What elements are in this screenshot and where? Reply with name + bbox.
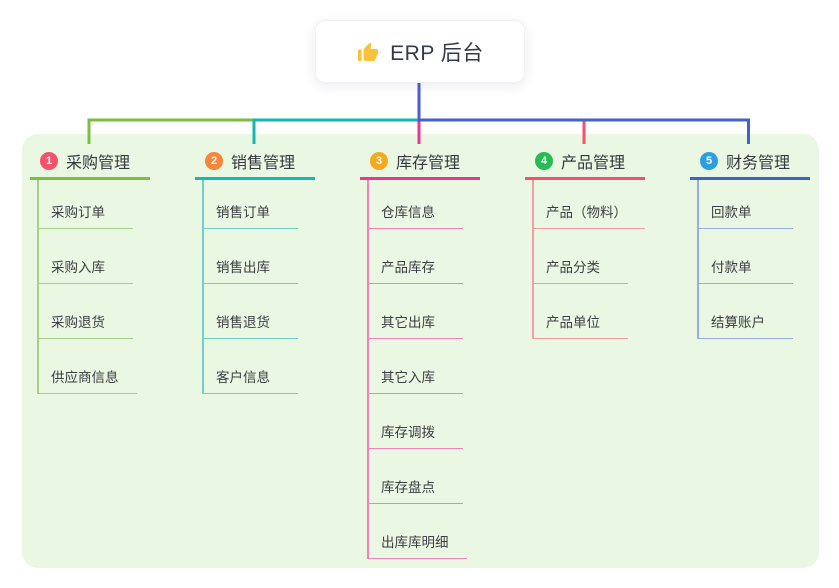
branch-number-badge: 4 bbox=[535, 151, 553, 170]
child-node[interactable]: 结算账户 bbox=[697, 284, 793, 339]
child-node-label: 仓库信息 bbox=[381, 205, 435, 220]
branch-number-badge: 1 bbox=[40, 151, 58, 170]
child-node[interactable]: 其它入库 bbox=[367, 339, 463, 394]
child-node-label: 回款单 bbox=[711, 205, 752, 220]
child-node[interactable]: 销售退货 bbox=[202, 284, 298, 339]
child-node[interactable]: 采购退货 bbox=[37, 284, 133, 339]
branch-title: 销售管理 bbox=[231, 154, 296, 172]
child-node[interactable]: 销售出库 bbox=[202, 229, 298, 284]
branch-title: 库存管理 bbox=[396, 154, 461, 172]
child-node-label: 产品分类 bbox=[546, 260, 600, 275]
child-node-label: 产品库存 bbox=[381, 260, 435, 275]
child-node-label: 销售订单 bbox=[216, 205, 270, 220]
child-node-label: 其它入库 bbox=[381, 370, 435, 385]
child-node-label: 出库库明细 bbox=[381, 535, 449, 550]
root-node-erp[interactable]: ERP 后台 bbox=[315, 20, 525, 83]
child-node[interactable]: 产品单位 bbox=[532, 284, 628, 339]
branch-header[interactable]: 3 库存管理 bbox=[360, 144, 480, 180]
child-node[interactable]: 产品分类 bbox=[532, 229, 628, 284]
child-node-label: 库存调拨 bbox=[381, 425, 435, 440]
child-node[interactable]: 产品库存 bbox=[367, 229, 463, 284]
child-node[interactable]: 采购入库 bbox=[37, 229, 133, 284]
branch-number-badge: 3 bbox=[370, 151, 388, 170]
child-node-label: 其它出库 bbox=[381, 315, 435, 330]
child-node-label: 客户信息 bbox=[216, 370, 270, 385]
branch-children: 采购订单 采购入库 采购退货 供应商信息 bbox=[37, 180, 150, 394]
child-node-label: 供应商信息 bbox=[51, 370, 119, 385]
branch-column-4: 4 产品管理 产品（物料） 产品分类 产品单位 bbox=[525, 144, 645, 339]
branch-title: 财务管理 bbox=[726, 154, 791, 172]
branch-children: 销售订单 销售出库 销售退货 客户信息 bbox=[202, 180, 315, 394]
branch-children: 产品（物料） 产品分类 产品单位 bbox=[532, 180, 645, 339]
child-node[interactable]: 其它出库 bbox=[367, 284, 463, 339]
child-node[interactable]: 出库库明细 bbox=[367, 504, 467, 559]
branch-header[interactable]: 5 财务管理 bbox=[690, 144, 810, 180]
branch-children: 回款单 付款单 结算账户 bbox=[697, 180, 810, 339]
child-node[interactable]: 回款单 bbox=[697, 180, 793, 229]
root-node-title: ERP 后台 bbox=[390, 41, 484, 65]
child-node-label: 产品单位 bbox=[546, 315, 600, 330]
branch-header[interactable]: 1 采购管理 bbox=[30, 144, 150, 180]
child-node[interactable]: 采购订单 bbox=[37, 180, 133, 229]
branch-children: 仓库信息 产品库存 其它出库 其它入库 库存调拨 库存盘点 出库库明细 bbox=[367, 180, 480, 559]
branches-background-panel bbox=[22, 134, 819, 568]
child-node[interactable]: 产品（物料） bbox=[532, 180, 645, 229]
branch-column-3: 3 库存管理 仓库信息 产品库存 其它出库 其它入库 库存调拨 库存盘点 出库库… bbox=[360, 144, 480, 559]
thumbs-up-icon bbox=[358, 42, 379, 61]
branch-title: 产品管理 bbox=[561, 154, 626, 172]
branch-column-2: 2 销售管理 销售订单 销售出库 销售退货 客户信息 bbox=[195, 144, 315, 394]
child-node-label: 采购订单 bbox=[51, 205, 105, 220]
child-node-label: 采购入库 bbox=[51, 260, 105, 275]
child-node-label: 销售退货 bbox=[216, 315, 270, 330]
child-node-label: 产品（物料） bbox=[546, 205, 627, 220]
child-node[interactable]: 客户信息 bbox=[202, 339, 298, 394]
child-node[interactable]: 仓库信息 bbox=[367, 180, 463, 229]
child-node-label: 付款单 bbox=[711, 260, 752, 275]
child-node[interactable]: 销售订单 bbox=[202, 180, 298, 229]
child-node[interactable]: 供应商信息 bbox=[37, 339, 137, 394]
child-node[interactable]: 付款单 bbox=[697, 229, 793, 284]
child-node[interactable]: 库存盘点 bbox=[367, 449, 463, 504]
branch-header[interactable]: 2 销售管理 bbox=[195, 144, 315, 180]
branch-header[interactable]: 4 产品管理 bbox=[525, 144, 645, 180]
child-node[interactable]: 库存调拨 bbox=[367, 394, 463, 449]
branch-title: 采购管理 bbox=[66, 154, 131, 172]
child-node-label: 采购退货 bbox=[51, 315, 105, 330]
child-node-label: 结算账户 bbox=[711, 315, 765, 330]
branch-number-badge: 2 bbox=[205, 151, 223, 170]
branch-number-badge: 5 bbox=[700, 151, 718, 170]
child-node-label: 库存盘点 bbox=[381, 480, 435, 495]
child-node-label: 销售出库 bbox=[216, 260, 270, 275]
branch-column-5: 5 财务管理 回款单 付款单 结算账户 bbox=[690, 144, 810, 339]
branch-column-1: 1 采购管理 采购订单 采购入库 采购退货 供应商信息 bbox=[30, 144, 150, 394]
